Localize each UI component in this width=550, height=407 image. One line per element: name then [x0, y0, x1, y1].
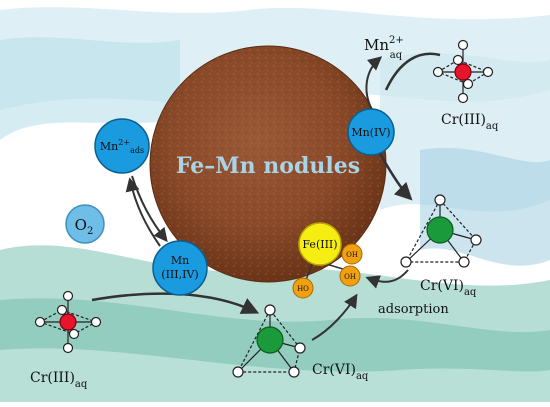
svg-text:Mn2+ads: Mn2+ads: [100, 138, 144, 155]
oh-3-label: HO: [297, 285, 309, 293]
cr3-bottom-label: Cr(III)aq: [30, 370, 88, 390]
cr6-right-label: Cr(VI)aq: [420, 278, 477, 298]
cr3-octahedron-bottom: [34, 290, 102, 354]
o2-sub: 2: [87, 226, 93, 237]
arrow-mniv-to-mnaq: [365, 56, 383, 111]
oh-1-label: OH: [346, 251, 358, 259]
mn-ads-sup: 2+: [118, 138, 130, 147]
mn-ads-sub: ads: [130, 146, 144, 155]
nodule-title: Fe–Mn nodules: [176, 153, 360, 179]
cr6-tetrahedron-bottom: [232, 304, 306, 378]
oh-2-label: OH: [344, 273, 356, 281]
arrow-cr6bottom-to-fe: [311, 293, 358, 341]
arrow-mnmixed-up: [125, 177, 161, 247]
arrow-cr6right-to-fe: [365, 269, 409, 289]
cr6-bottom-label: Cr(VI)aq: [312, 362, 369, 382]
mn-mixed-node: Mn (III,IV): [152, 240, 208, 296]
mn-mixed-line1: Mn: [171, 254, 189, 267]
mn-iv-label: Mn(IV): [351, 126, 390, 139]
o2-main: O: [75, 216, 87, 234]
mn-adsorbed-node: Mn2+ads: [94, 118, 150, 174]
cr3-top-label: Cr(III)aq: [441, 112, 499, 132]
mn-aq-label: Mn2+aq: [364, 35, 404, 61]
fe-iii-label: Fe(III): [302, 238, 337, 251]
mn-mixed-line2: (III,IV): [161, 268, 198, 281]
cr6-tetrahedron-right: [400, 194, 482, 268]
cr3-octahedron-top: [432, 39, 494, 104]
oxygen-node: O2: [65, 204, 105, 244]
arrow-mniv-to-cr3top: [384, 52, 441, 91]
fe-iii-cluster: Fe(III) OH OH HO: [292, 222, 363, 299]
mn-ads-main: Mn: [100, 140, 118, 153]
adsorption-label: adsorption: [378, 302, 449, 317]
arrow-mniv-to-cr6right: [376, 149, 413, 201]
fe-mn-nodule: [149, 45, 387, 283]
mn-iv-node: Mn(IV): [347, 108, 395, 156]
svg-text:O2: O2: [75, 216, 94, 237]
